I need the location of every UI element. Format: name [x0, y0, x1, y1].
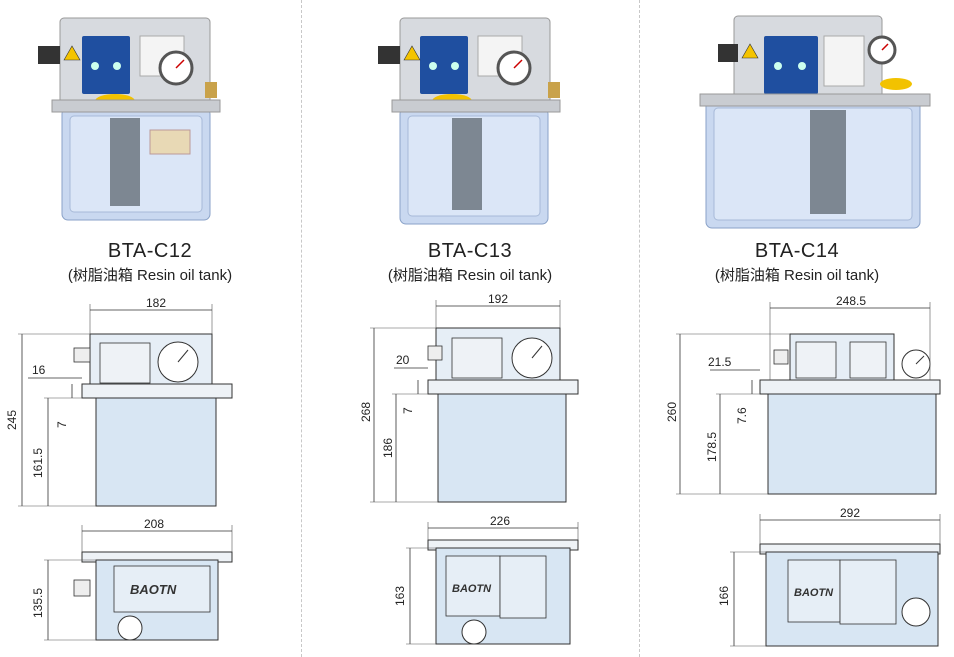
side-offset-b-label: 7 [401, 407, 415, 414]
front-width-label: 248.5 [836, 294, 866, 308]
technical-drawing-c12: 182 245 161.5 16 7 BAOTN 208 135.5 [5, 296, 233, 641]
model-name: BTA-C13 [427, 240, 513, 262]
technical-drawing-c13: 192 268 186 20 7 BAOTN 226 163 [359, 292, 579, 645]
product-photo-c13 [378, 17, 561, 225]
mounting-plate-outline [427, 379, 579, 395]
column-divider-2 [639, 0, 640, 657]
mounting-plate-outline [759, 379, 941, 395]
top-width-label: 292 [840, 506, 860, 520]
side-offset-b-label: 7 [55, 421, 69, 428]
brand-logo-c12: BAOTN [130, 582, 177, 597]
tank-height-label: 178.5 [705, 432, 719, 462]
tank-outline [95, 397, 217, 507]
mounting-plate-outline [81, 383, 233, 399]
front-height-label: 268 [359, 402, 373, 422]
top-width-label: 208 [144, 517, 164, 531]
side-offset-a-label: 21.5 [708, 355, 732, 369]
product-column-c13: BTA-C13 (树脂油箱 Resin oil tank) 192 268 18… [302, 0, 638, 657]
tank-height-label: 186 [381, 438, 395, 458]
product-photo-c12 [38, 17, 221, 221]
column-divider-1 [301, 0, 302, 657]
product-column-c14: BTA-C14 (树脂油箱 Resin oil tank) 248.5 260 … [640, 0, 954, 657]
tank-outline [767, 393, 937, 495]
side-offset-b-label: 7.6 [735, 407, 749, 424]
top-depth-label: 163 [393, 586, 407, 606]
front-width-label: 182 [146, 296, 166, 310]
side-offset-a-label: 20 [396, 353, 410, 367]
tank-height-label: 161.5 [31, 448, 45, 478]
front-width-label: 192 [488, 292, 508, 306]
front-height-label: 245 [5, 410, 19, 430]
front-height-label: 260 [665, 402, 679, 422]
model-name: BTA-C14 [754, 240, 840, 262]
top-depth-label: 135.5 [31, 588, 45, 618]
top-width-label: 226 [490, 514, 510, 528]
model-subtitle: (树脂油箱 Resin oil tank) [714, 267, 880, 284]
product-photo-c14 [699, 15, 931, 229]
top-depth-label: 166 [717, 586, 731, 606]
tank-outline [437, 393, 567, 503]
product-column-c12: BTA-C12 (树脂油箱 Resin oil tank) 182 245 16… [0, 0, 300, 657]
side-offset-a-label: 16 [32, 363, 46, 377]
model-subtitle: (树脂油箱 Resin oil tank) [67, 267, 233, 284]
technical-drawing-c14: 248.5 260 178.5 21.5 7.6 BAOTN 292 166 [665, 294, 941, 647]
model-name: BTA-C12 [107, 240, 193, 262]
brand-logo-c14: BAOTN [794, 587, 834, 599]
model-subtitle: (树脂油箱 Resin oil tank) [387, 267, 553, 284]
brand-logo-c13: BAOTN [452, 583, 492, 595]
